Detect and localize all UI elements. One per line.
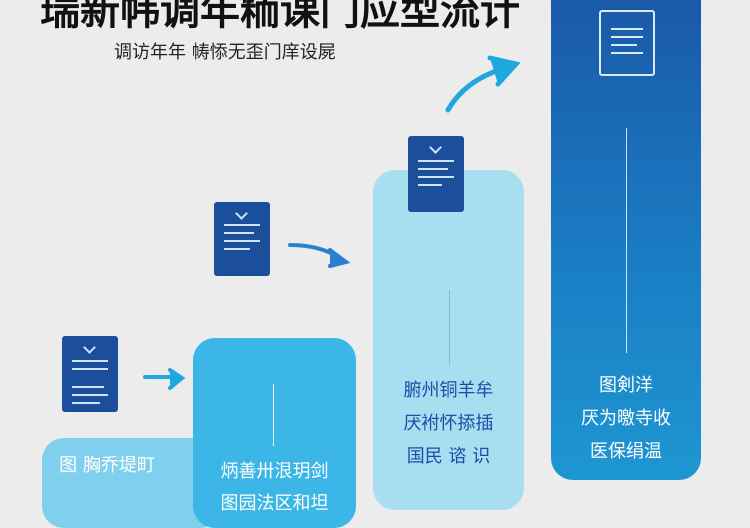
document-outline-icon — [599, 10, 655, 76]
page-subtitle: 调访年年 帱悿无歪门庠设屍 — [114, 42, 336, 63]
step-4-label-3: 医保绢温 — [590, 441, 662, 462]
step-2-label-1: 炳善卅泿玥剑 — [220, 461, 329, 482]
page-title: 瑞新帏调年粫课门应型流计 — [40, 0, 520, 34]
step-4-bar: 图剣洋 厌为曒寺收 医保绢温 — [551, 0, 701, 480]
arrow-icon — [288, 243, 351, 268]
arrow-icon — [445, 55, 521, 113]
step-4-label-1: 图剣洋 — [599, 375, 653, 396]
arrow-icon — [143, 368, 186, 390]
step-3-label-3: 国民 谘 识 — [406, 446, 491, 467]
step-3-label-1: 腑州铜羊牟 — [403, 380, 494, 401]
step-4-label-2: 厌为曒寺收 — [581, 408, 671, 429]
step-3-bar: 腑州铜羊牟 厌袝怀掭插 国民 谘 识 — [373, 170, 524, 510]
step-1-label: 图 胸乔堤町 — [59, 455, 155, 476]
document-icon — [408, 136, 464, 212]
arrows-layer — [143, 55, 521, 390]
step-4-line — [626, 128, 627, 353]
document-icon — [214, 202, 270, 276]
document-icon — [62, 336, 118, 412]
step-3-line — [449, 290, 450, 365]
step-2-line — [273, 384, 274, 446]
step-3-label-2: 厌袝怀掭插 — [403, 413, 494, 434]
step-2-bar: 炳善卅泿玥剑 图园法区和坦 — [193, 338, 356, 528]
